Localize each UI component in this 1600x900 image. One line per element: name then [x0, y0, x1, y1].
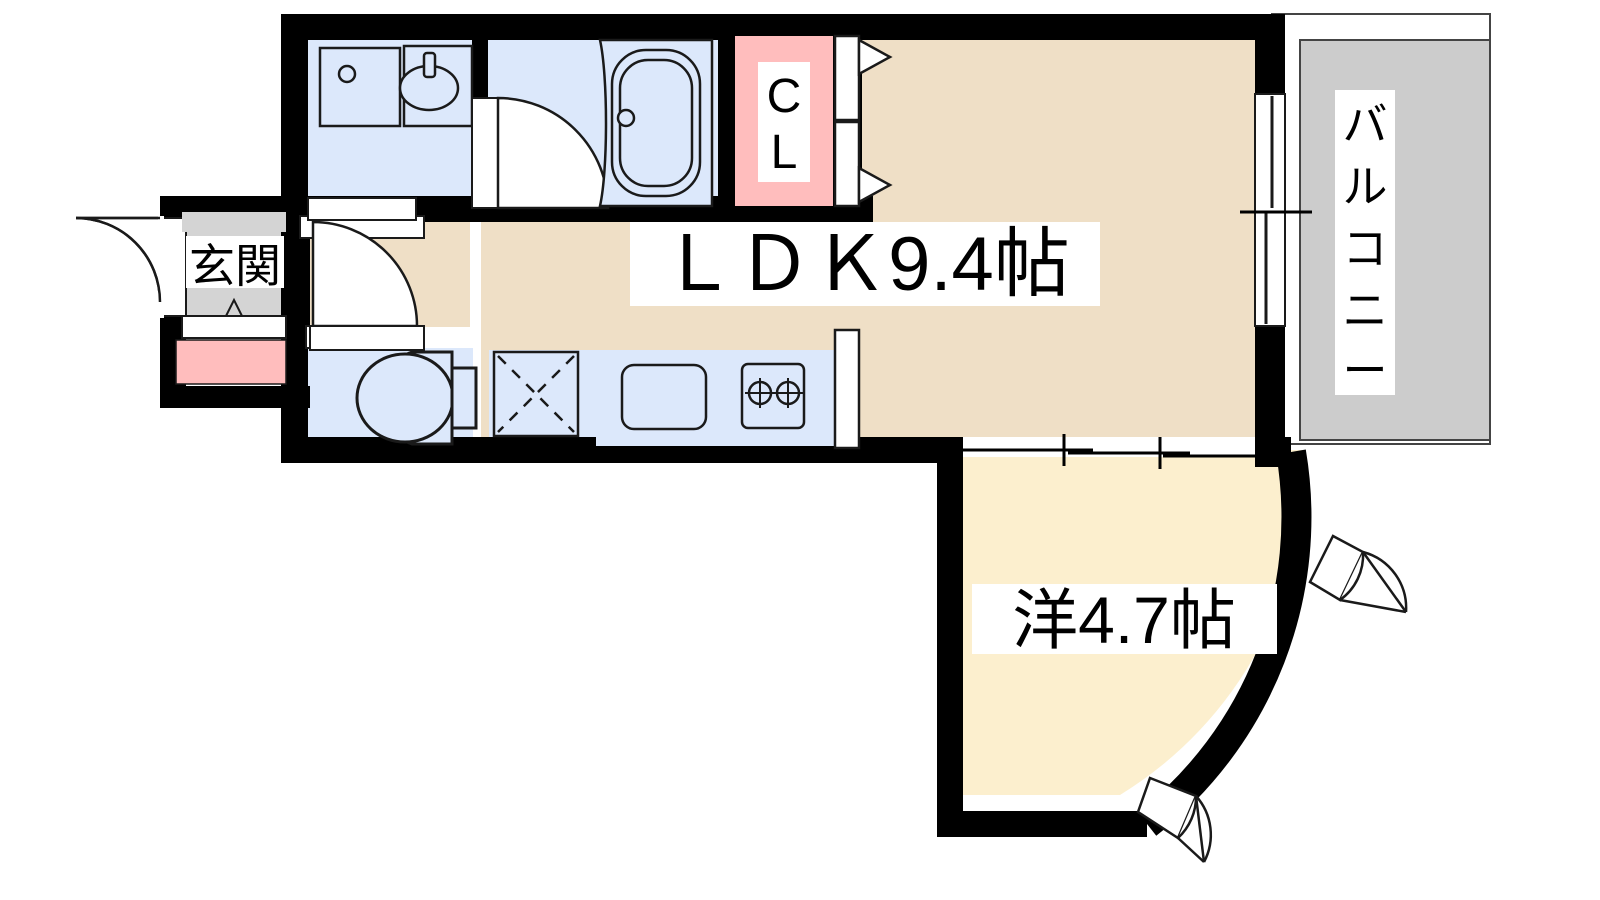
entrance-label: 玄関	[186, 236, 284, 292]
bathroom-fixtures	[471, 38, 714, 210]
balcony-char-1: ル	[1342, 161, 1387, 212]
closet-label-l: L	[771, 126, 798, 179]
closet-label-bg	[758, 62, 810, 182]
bathroom-swing-door[interactable]	[471, 96, 610, 210]
bedroom-label: 洋4.7帖	[972, 583, 1277, 657]
balcony-label: バ ル コ ニ ー	[1335, 90, 1395, 396]
toilet-fixture	[355, 350, 478, 446]
bedroom-sliding-door[interactable]	[963, 434, 1258, 469]
gas-stove	[740, 362, 806, 430]
refrigerator-space	[492, 350, 580, 438]
bedroom-curved-exterior-wall	[1137, 449, 1312, 836]
entrance-label-text: 玄関	[189, 240, 281, 292]
washroom-fixtures	[307, 44, 474, 221]
toilet-room	[309, 325, 478, 446]
washing-machine-pan	[318, 46, 402, 128]
kitchen-sink	[620, 363, 708, 431]
bedroom-casement-window-lower[interactable]	[1136, 776, 1213, 863]
entrance-frames	[175, 212, 287, 385]
balcony-char-4: ー	[1342, 345, 1387, 396]
bedroom-label-text: 洋4.7帖	[1012, 583, 1236, 657]
balcony-sliding-door[interactable]	[1240, 93, 1312, 327]
closet-label-c: C	[767, 70, 802, 123]
balcony-char-2: コ	[1342, 223, 1387, 274]
front-door[interactable]	[75, 216, 187, 318]
closet[interactable]: C L	[735, 34, 893, 208]
ldk-label: ＬＤＫ9.4帖	[630, 222, 1100, 307]
bedroom-casement-window-upper[interactable]	[1308, 534, 1408, 614]
kitchen	[492, 328, 861, 450]
ldk-label-text: ＬＤＫ9.4帖	[660, 222, 1070, 307]
bathtub	[598, 38, 714, 208]
balcony-char-3: ニ	[1342, 285, 1387, 336]
balcony-char-0: バ	[1342, 99, 1387, 150]
vanity-sink	[398, 44, 474, 128]
